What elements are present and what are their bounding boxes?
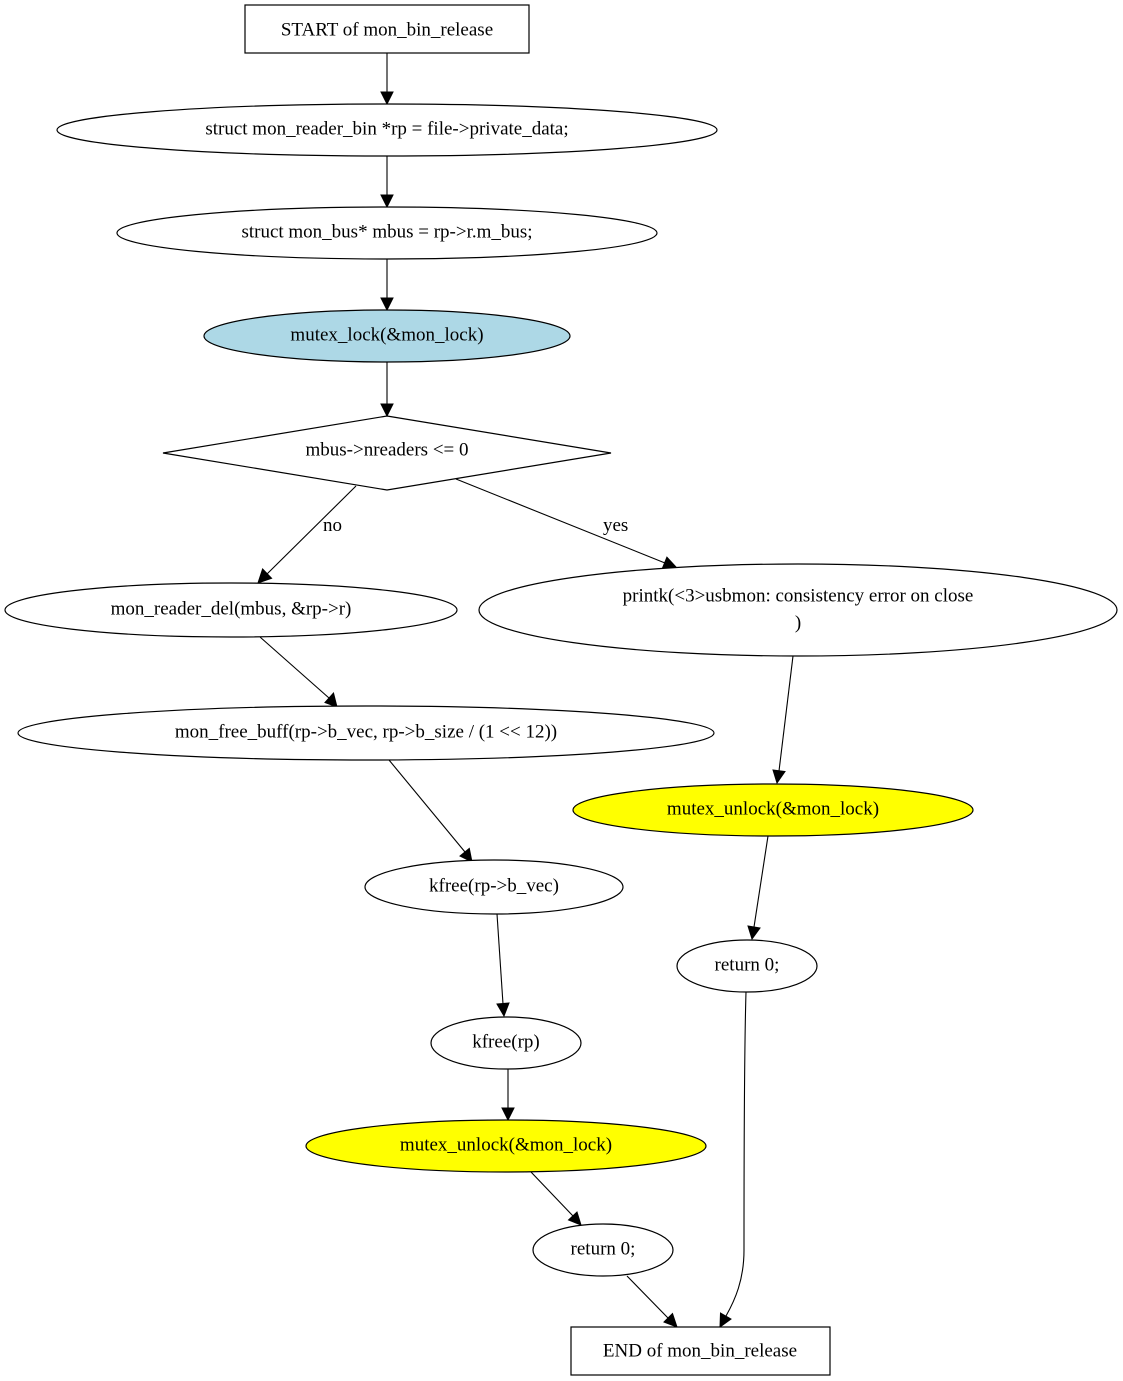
unlock-left-ellipse [305,1119,707,1173]
cond-label: mbus->nreaders <= 0 [306,439,469,460]
node-kfree-rp: kfree(rp) [430,1016,582,1070]
node-kfree-vec: kfree(rp->b_vec) [364,859,624,915]
printk-ellipse [478,563,1118,657]
return-right-ellipse [676,939,818,993]
end-label: END of mon_bin_release [603,1340,797,1361]
printk-label-line-2: ) [795,612,801,633]
unlock-left-label: mutex_unlock(&mon_lock) [400,1134,612,1155]
node-return-left: return 0; [532,1223,674,1277]
free-buff-label: mon_free_buff(rp->b_vec, rp->b_size / (1… [175,721,557,742]
mbus-decl-label: struct mon_bus* mbus = rp->r.m_bus; [241,221,532,242]
end-box [570,1326,831,1376]
edge-label-no: no [323,515,342,536]
node-unlock-left: mutex_unlock(&mon_lock) [305,1119,707,1173]
edge-cond-to-reader-del [257,485,357,584]
edge-mbus-decl-to-lock [380,259,394,312]
kfree-vec-ellipse [364,859,624,915]
printk-label-line-1: printk(<3>usbmon: consistency error on c… [623,585,974,606]
edge-return-right-to-end [719,991,747,1329]
return-left-ellipse [532,1223,674,1277]
edge-return-left-to-end [626,1275,678,1328]
node-return-right: return 0; [676,939,818,993]
edge-rp-decl-to-mbus-decl [380,155,394,209]
cond-diamond [162,415,612,491]
node-reader-del: mon_reader_del(mbus, &rp->r) [4,582,458,638]
node-rp-decl: struct mon_reader_bin *rp = file->privat… [56,103,718,157]
free-buff-ellipse [17,705,715,761]
node-cond: mbus->nreaders <= 0 [162,415,612,491]
edge-kfree-vec-to-kfree-rp [496,913,510,1018]
edges [257,53,794,1329]
reader-del-label: mon_reader_del(mbus, &rp->r) [111,598,352,619]
node-free-buff: mon_free_buff(rp->b_vec, rp->b_size / (1… [17,705,715,761]
unlock-right-label: mutex_unlock(&mon_lock) [667,798,879,819]
node-lock: mutex_lock(&mon_lock) [203,309,571,363]
edge-cond-to-printk [455,478,678,570]
rp-decl-ellipse [56,103,718,157]
return-right-label: return 0; [715,954,780,975]
edge-printk-to-unlock-right [772,655,794,785]
edge-reader-del-to-free-buff [259,636,338,708]
lock-ellipse [203,309,571,363]
edge-kfree-rp-to-unlock-left [501,1069,515,1122]
node-end: END of mon_bin_release [570,1326,831,1376]
mbus-decl-ellipse [116,206,658,260]
edge-unlock-right-to-return-right [747,835,769,941]
rp-decl-label: struct mon_reader_bin *rp = file->privat… [205,118,568,139]
node-mbus-decl: struct mon_bus* mbus = rp->r.m_bus; [116,206,658,260]
edge-lock-to-cond [380,362,394,418]
edge-start-to-rp-decl [380,53,394,106]
start-box [244,4,530,54]
kfree-rp-label: kfree(rp) [472,1031,540,1052]
node-printk: printk(<3>usbmon: consistency error on c… [478,563,1118,657]
edge-label-yes: yes [603,515,628,536]
start-label: START of mon_bin_release [281,19,493,40]
edge-unlock-left-to-return-left [530,1171,582,1226]
edge-free-buff-to-kfree-vec [388,759,473,863]
reader-del-ellipse [4,582,458,638]
unlock-right-ellipse [572,783,974,837]
kfree-rp-ellipse [430,1016,582,1070]
lock-label: mutex_lock(&mon_lock) [290,324,483,345]
return-left-label: return 0; [571,1238,636,1259]
node-start: START of mon_bin_release [244,4,530,54]
node-unlock-right: mutex_unlock(&mon_lock) [572,783,974,837]
kfree-vec-label: kfree(rp->b_vec) [429,875,559,896]
